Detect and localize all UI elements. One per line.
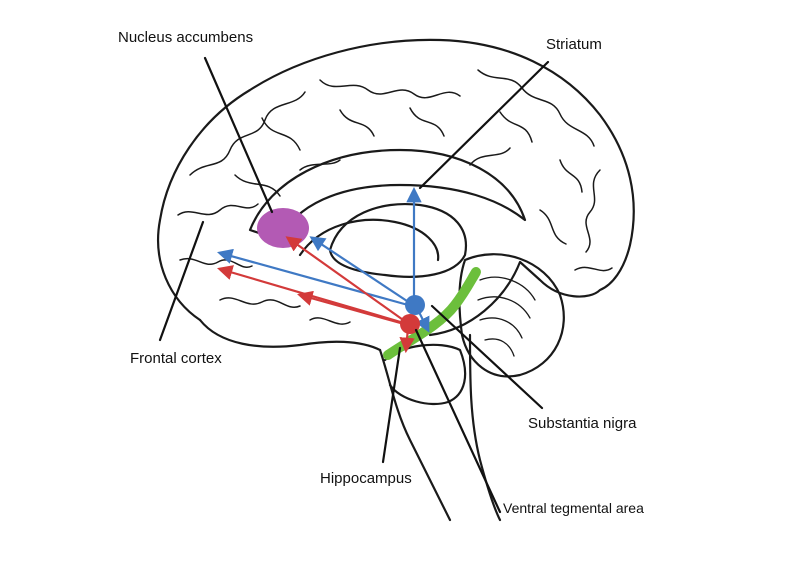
nucleus-accumbens-region — [257, 208, 309, 248]
label-striatum: Striatum — [546, 36, 602, 53]
cerebellum — [458, 253, 565, 378]
corpus-callosum — [248, 148, 527, 242]
brainstem — [378, 333, 502, 522]
leader-hippocampus — [381, 346, 402, 464]
red-arrow-lower-cortex — [297, 290, 405, 326]
leader-substantia-nigra — [430, 304, 544, 410]
thalamus — [328, 203, 467, 278]
red-pathways — [217, 236, 415, 354]
label-substantia-nigra: Substantia nigra — [528, 415, 637, 432]
label-frontal-cortex: Frontal cortex — [130, 350, 222, 367]
leader-striatum — [418, 60, 550, 190]
leader-lines — [158, 56, 550, 514]
cortex-outer-contour — [157, 38, 635, 337]
blue-pathways — [217, 186, 430, 333]
label-nucleus-accumbens: Nucleus accumbens — [118, 29, 254, 46]
label-hippocampus: Hippocampus — [320, 470, 412, 487]
ventral-tegmental-area-node — [400, 314, 420, 334]
substantia-nigra-node — [405, 295, 425, 315]
red-arrow-to-nucleus-accumbens — [285, 236, 407, 323]
substantia-nigra-band — [383, 267, 481, 360]
cerebellum-folia — [477, 276, 536, 357]
brain-outline — [157, 38, 635, 522]
blue-arrow-to-frontal-cortex — [217, 248, 409, 307]
leader-frontal-cortex — [158, 220, 205, 342]
leader-nucleus-accumbens — [203, 56, 274, 214]
cortex-lower-contour — [198, 318, 382, 352]
fornix — [298, 218, 440, 262]
label-ventral-tegmental-area: Ventral tegmental area — [503, 500, 644, 516]
blue-arrow-to-nucleus-accumbens — [309, 236, 411, 304]
pons — [383, 343, 467, 406]
leader-ventral-tegmental-area — [414, 328, 502, 514]
